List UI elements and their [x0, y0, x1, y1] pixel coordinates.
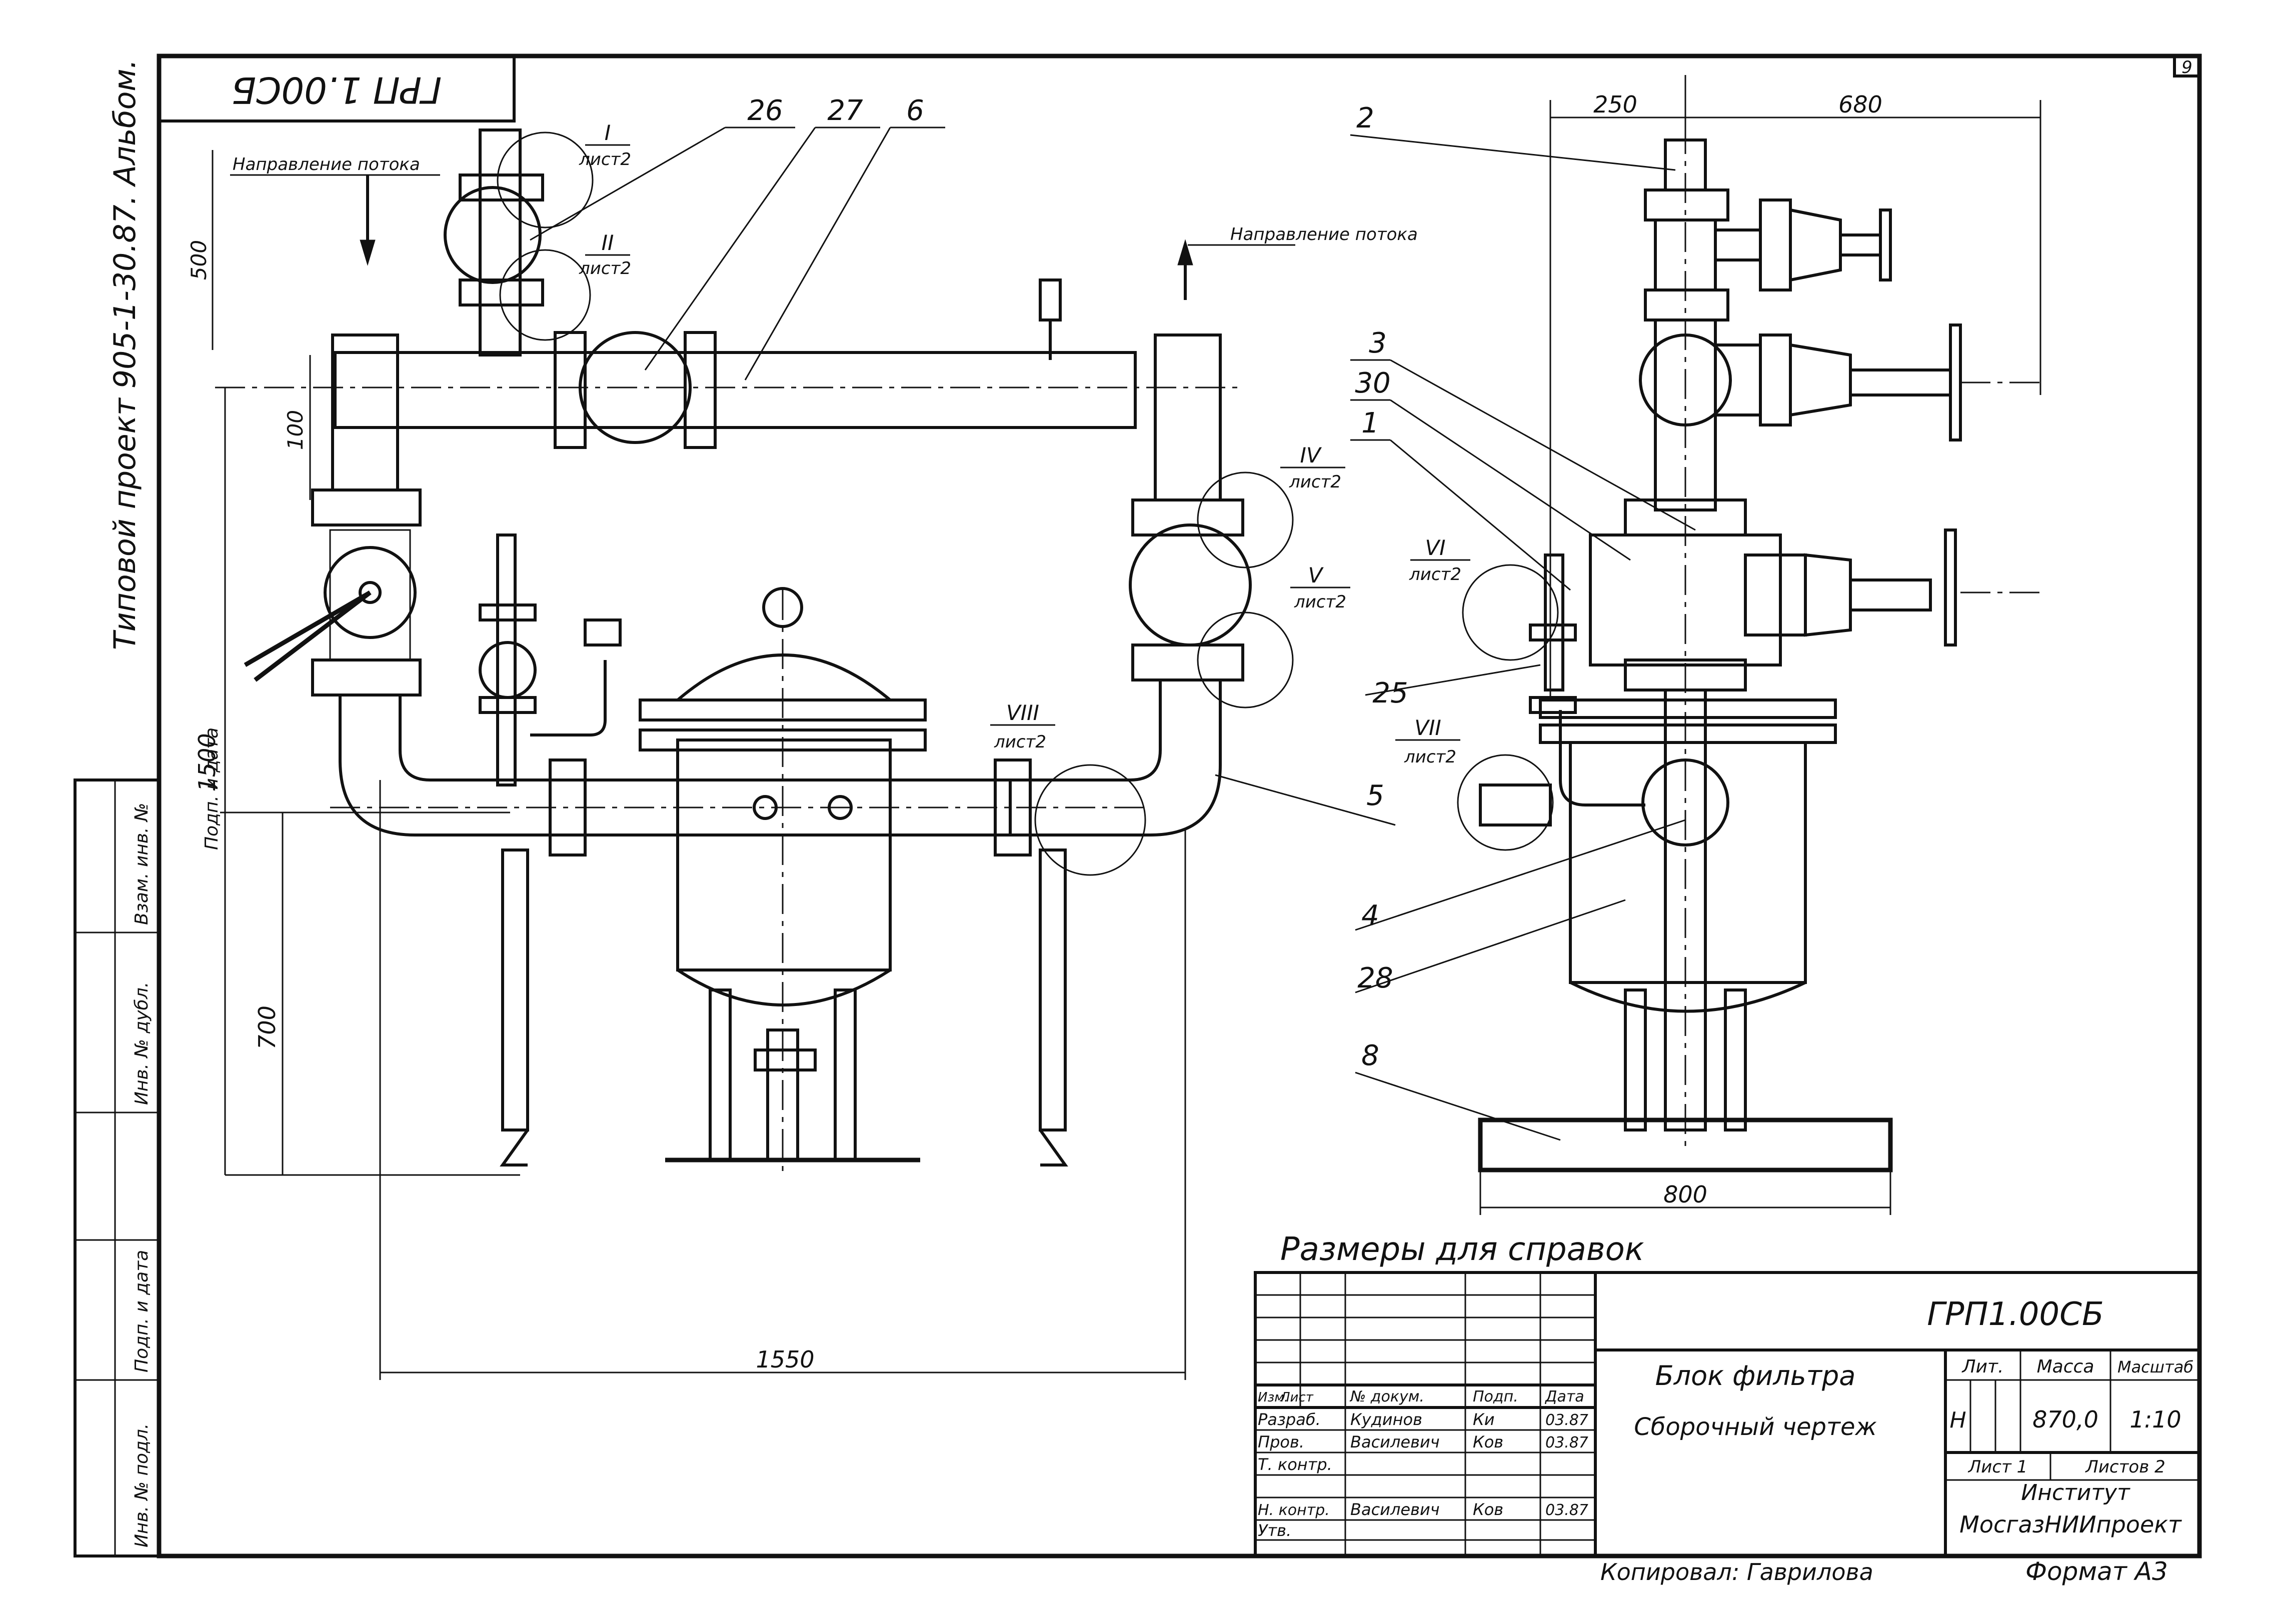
view-callouts: I лист2 II лист2 IV лист2 V лист2 VI лис…: [579, 120, 1470, 767]
tb-col-date: Дата: [1544, 1388, 1584, 1406]
view-VI-roman: VI: [1425, 536, 1445, 560]
view-II-roman: II: [602, 230, 614, 255]
drawing-frame: [74, 54, 2202, 1558]
dim-1500: 1500: [194, 733, 221, 792]
dim-680: 680: [1838, 91, 1882, 118]
tb-scale-value: 1:10: [2129, 1406, 2181, 1433]
view-IV-roman: IV: [1300, 443, 1322, 468]
position-numbers: 26 27 6 2 3 30 1 25 5 4 28 8: [747, 94, 1408, 1072]
view-IV-sheet: лист2: [1289, 472, 1341, 492]
reference-note: Размеры для справок: [1280, 1231, 1644, 1268]
tb-row1-name: Кудинов: [1350, 1410, 1422, 1429]
tb-col-izm: Изм.: [1258, 1390, 1288, 1405]
tb-col-sign: Подп.: [1473, 1388, 1518, 1406]
tb-scale-header: Масштаб: [2117, 1358, 2193, 1376]
detail-circles-side: [1457, 564, 1559, 851]
tb-row2-date: 03.87: [1545, 1434, 1588, 1452]
dim-800: 800: [1663, 1181, 1707, 1208]
view-VII-roman: VII: [1414, 716, 1441, 740]
tb-col-doc: № докум.: [1349, 1388, 1424, 1406]
flow-arrows: [230, 174, 1295, 300]
tb-row3-role: Т. контр.: [1258, 1455, 1332, 1474]
view-V-roman: V: [1308, 563, 1324, 588]
pos-6: 6: [906, 94, 924, 127]
pos-8: 8: [1361, 1040, 1379, 1072]
dim-1550: 1550: [756, 1346, 814, 1373]
tb-row4-role: Н. контр.: [1258, 1502, 1330, 1519]
view-VIII-roman: VIII: [1006, 700, 1039, 725]
pos-28: 28: [1357, 962, 1393, 994]
tb-row1-role: Разраб.: [1258, 1410, 1321, 1429]
tb-row2-sign: Ков: [1473, 1432, 1503, 1452]
dimension-lines: [212, 100, 2041, 1380]
title-block-grid: [1254, 1271, 2201, 1558]
tb-lit-header: Лит.: [1961, 1356, 2004, 1377]
left-margin-stamps: Взам. инв. № Инв. № дубл. Подп. и дата П…: [132, 728, 222, 1548]
sheet-number: 9: [2181, 58, 2192, 78]
view-VIII-sheet: лист2: [994, 732, 1046, 752]
pos-1: 1: [1361, 407, 1379, 440]
tb-row1-sign: Ки: [1473, 1410, 1495, 1429]
tb-institute-2: МосгазНИИпроект: [1959, 1511, 2182, 1538]
tb-row2-name: Василевич: [1350, 1432, 1440, 1452]
dim-700: 700: [254, 1006, 281, 1050]
dim-100: 100: [283, 410, 308, 450]
dim-250: 250: [1593, 91, 1637, 118]
flow-label-right: Направление потока: [1230, 224, 1418, 244]
side-project-text: Типовой проект 905-1-30.87. Альбом.: [108, 59, 143, 650]
view-II-sheet: лист2: [579, 258, 631, 278]
format-label: Формат А3: [2025, 1557, 2168, 1586]
tb-lit-value: Н: [1949, 1408, 1966, 1433]
view-I-sheet: лист2: [579, 150, 631, 170]
title-block: ГРП1.00СБ Блок фильтра Сборочный чертеж …: [1258, 1296, 2193, 1540]
margin-label-3: Подп. и дата: [202, 728, 222, 850]
front-view: [215, 128, 1252, 1175]
tb-name-line2: Сборочный чертеж: [1634, 1413, 1877, 1441]
tb-name-line1: Блок фильтра: [1655, 1360, 1856, 1392]
tb-row4-date: 03.87: [1545, 1502, 1588, 1519]
detail-circles-front: [497, 132, 1294, 876]
leader-lines: [530, 126, 1696, 1141]
corner-code: ГРП 1.00СБ: [232, 69, 442, 111]
view-I-roman: I: [605, 120, 611, 145]
margin-label-5: Инв. № подл.: [132, 1424, 152, 1548]
tb-col-list: Лист: [1280, 1390, 1314, 1405]
pos-4: 4: [1361, 900, 1379, 932]
tb-sheets: Листов 2: [2084, 1457, 2165, 1477]
view-V-sheet: лист2: [1294, 592, 1346, 612]
pos-5: 5: [1366, 780, 1384, 812]
pos-30: 30: [1355, 367, 1390, 400]
tb-mass-value: 870,0: [2032, 1406, 2098, 1433]
view-VII-sheet: лист2: [1404, 747, 1456, 767]
tb-row4-name: Василевич: [1350, 1500, 1440, 1519]
tb-mass-header: Масса: [2037, 1356, 2094, 1377]
margin-label-2: Инв. № дубл.: [132, 982, 152, 1105]
pos-26: 26: [747, 94, 783, 127]
side-view: [1478, 75, 2040, 1172]
tb-institute-1: Институт: [2021, 1480, 2130, 1506]
pos-2: 2: [1356, 102, 1374, 134]
tb-sheet: Лист 1: [1967, 1457, 2028, 1477]
tb-doc-code: ГРП1.00СБ: [1927, 1296, 2103, 1333]
view-VI-sheet: лист2: [1409, 564, 1461, 584]
tb-row1-date: 03.87: [1545, 1412, 1588, 1429]
tb-row2-role: Пров.: [1258, 1432, 1304, 1452]
copied-by: Копировал: Гаврилова: [1600, 1558, 1873, 1586]
margin-label-1: Взам. инв. №: [132, 803, 152, 925]
flow-label-left: Направление потока: [233, 154, 420, 174]
dim-500: 500: [187, 240, 211, 280]
pos-27: 27: [827, 94, 863, 127]
margin-label-4: Подп. и дата: [132, 1250, 152, 1372]
tb-row4-sign: Ков: [1473, 1500, 1503, 1519]
pos-3: 3: [1369, 327, 1387, 360]
pos-25: 25: [1372, 677, 1408, 710]
tb-row5-role: Утв.: [1258, 1521, 1291, 1540]
